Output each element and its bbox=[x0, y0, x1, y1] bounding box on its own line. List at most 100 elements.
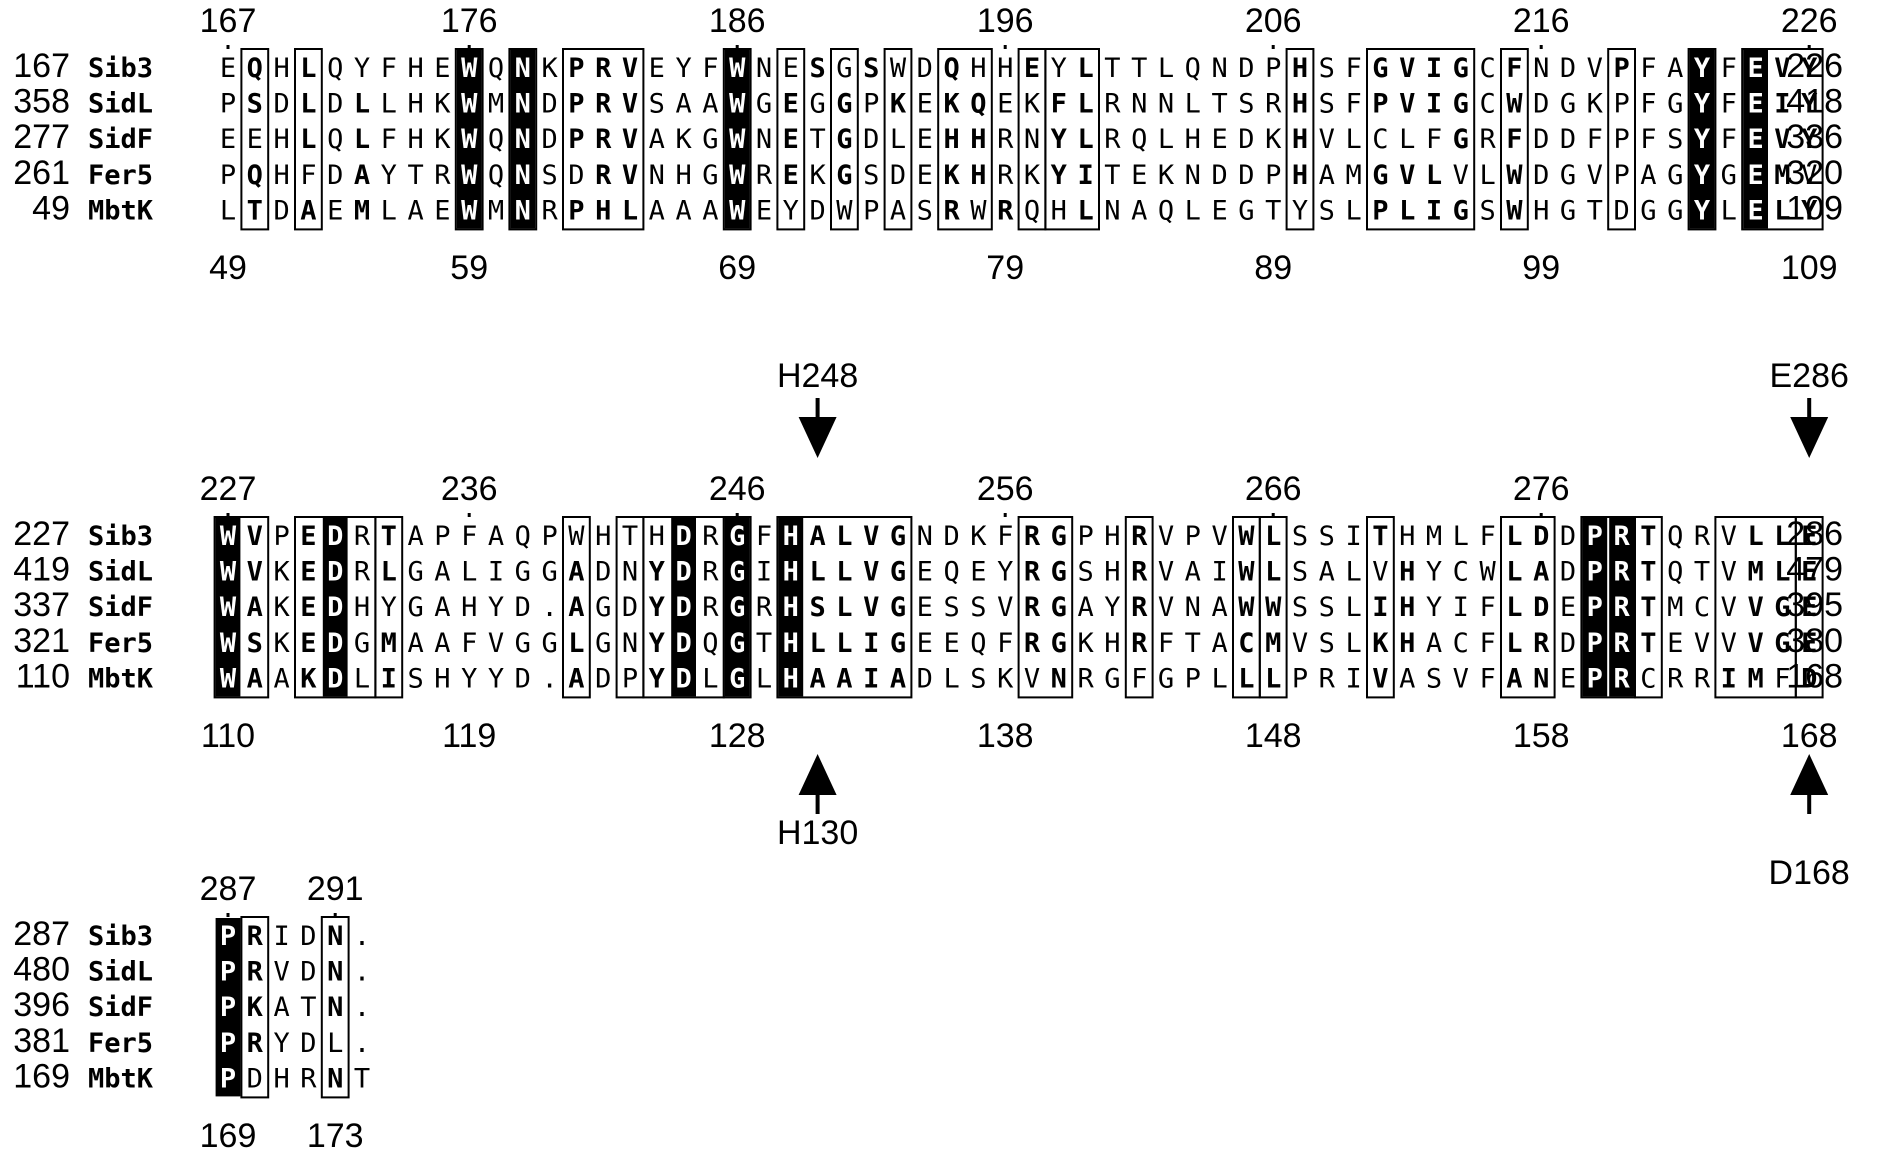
residue: N bbox=[1051, 663, 1067, 694]
residue: A bbox=[1185, 557, 1201, 588]
residue: K bbox=[675, 124, 692, 155]
residue: E bbox=[917, 628, 933, 659]
residue: F bbox=[461, 521, 477, 552]
residue: L bbox=[1426, 160, 1442, 191]
residue: I bbox=[488, 557, 504, 588]
residue: S bbox=[1077, 557, 1093, 588]
residue: W bbox=[1238, 592, 1255, 623]
sequence-start-number: 419 bbox=[13, 551, 70, 589]
residue: M bbox=[1345, 160, 1361, 191]
ruler-tick-mark bbox=[467, 45, 471, 49]
residue: D bbox=[595, 663, 611, 694]
bottom-ruler-number: 99 bbox=[1522, 249, 1560, 287]
residue: L bbox=[1077, 124, 1093, 155]
residue: H bbox=[1292, 160, 1308, 191]
residue: W bbox=[461, 195, 478, 226]
residue: H bbox=[970, 124, 986, 155]
residue-annotation-label: D168 bbox=[1769, 854, 1850, 892]
residue: E bbox=[783, 89, 799, 120]
residue: K bbox=[541, 53, 558, 84]
residue: F bbox=[1640, 89, 1656, 120]
residue: T bbox=[1131, 53, 1147, 84]
residue: A bbox=[649, 195, 665, 226]
residue: T bbox=[1185, 628, 1201, 659]
similarity-box bbox=[1500, 48, 1529, 231]
residue: L bbox=[220, 195, 236, 226]
residue: K bbox=[890, 89, 907, 120]
residue: H bbox=[273, 160, 289, 191]
residue: Q bbox=[970, 628, 986, 659]
residue: Q bbox=[488, 53, 504, 84]
residue: D bbox=[622, 592, 638, 623]
residue: S bbox=[809, 53, 825, 84]
residue: T bbox=[354, 1063, 370, 1094]
residue: I bbox=[1077, 160, 1093, 191]
residue: G bbox=[1453, 89, 1469, 120]
residue: A bbox=[434, 557, 450, 588]
residue: D bbox=[515, 663, 531, 694]
residue: P bbox=[220, 160, 236, 191]
sequence-name: Sib3 bbox=[88, 921, 153, 952]
residue: L bbox=[1399, 195, 1415, 226]
residue: F bbox=[1640, 124, 1656, 155]
residue: R bbox=[1131, 628, 1148, 659]
residue: I bbox=[1721, 663, 1737, 694]
residue: R bbox=[1077, 663, 1094, 694]
residue: S bbox=[407, 663, 423, 694]
annotation-arrow-head bbox=[1790, 754, 1829, 795]
bottom-ruler-number: 148 bbox=[1245, 717, 1302, 755]
residue: E bbox=[1747, 195, 1763, 226]
residue: S bbox=[917, 195, 933, 226]
residue: Y bbox=[381, 160, 397, 191]
residue: L bbox=[1265, 521, 1281, 552]
bottom-ruler-number: 168 bbox=[1781, 717, 1838, 755]
residue: R bbox=[1024, 521, 1041, 552]
residue: A bbox=[354, 160, 370, 191]
residue: Y bbox=[649, 557, 666, 588]
sequence-name: SidL bbox=[88, 557, 153, 588]
residue: K bbox=[300, 663, 317, 694]
residue: Y bbox=[1694, 89, 1711, 120]
residue: F bbox=[997, 628, 1013, 659]
residue: S bbox=[970, 592, 986, 623]
residue: Q bbox=[515, 521, 531, 552]
ruler-tick-mark bbox=[1003, 513, 1007, 517]
residue: S bbox=[247, 628, 263, 659]
residue: G bbox=[1667, 160, 1683, 191]
residue: I bbox=[1453, 592, 1469, 623]
residue: I bbox=[1426, 195, 1442, 226]
residue: P bbox=[220, 1028, 236, 1059]
residue: R bbox=[1613, 521, 1630, 552]
sequence-name: Sib3 bbox=[88, 53, 153, 84]
sequence-end-number: 336 bbox=[1786, 118, 1843, 156]
residue: W bbox=[1506, 89, 1523, 120]
sequence-name: SidL bbox=[88, 957, 153, 988]
bottom-ruler-number: 89 bbox=[1254, 249, 1292, 287]
residue: P bbox=[434, 521, 450, 552]
residue: D bbox=[675, 521, 691, 552]
residue: Y bbox=[1694, 195, 1711, 226]
similarity-box bbox=[1741, 48, 1824, 231]
residue: N bbox=[756, 124, 772, 155]
residue: T bbox=[809, 124, 825, 155]
similarity-box-layer bbox=[213, 48, 1824, 1099]
top-ruler-number: 291 bbox=[307, 870, 364, 908]
residue: F bbox=[997, 521, 1013, 552]
residue: M bbox=[1265, 628, 1281, 659]
residue: E bbox=[1560, 663, 1576, 694]
residue: L bbox=[568, 628, 584, 659]
residue: V bbox=[247, 521, 263, 552]
residue: T bbox=[1104, 160, 1120, 191]
bottom-ruler-number: 59 bbox=[450, 249, 488, 287]
ruler-tick-mark bbox=[226, 45, 230, 49]
residue: E bbox=[1667, 628, 1683, 659]
residue: S bbox=[1292, 557, 1308, 588]
residue: Q bbox=[488, 160, 504, 191]
residue: L bbox=[1345, 124, 1361, 155]
residue: D bbox=[327, 160, 343, 191]
ruler-tick-mark bbox=[735, 513, 739, 517]
residue: W bbox=[220, 592, 237, 623]
residue: V bbox=[1587, 53, 1603, 84]
similarity-box bbox=[830, 48, 859, 231]
